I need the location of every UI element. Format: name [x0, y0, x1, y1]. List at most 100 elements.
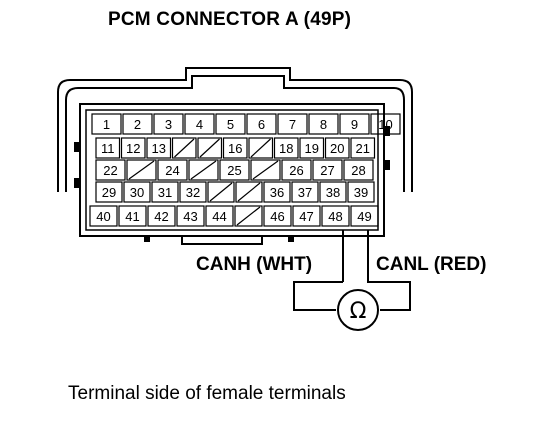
terminal-cell — [234, 205, 263, 227]
terminal-cell — [343, 159, 374, 181]
terminal-cell — [89, 205, 118, 227]
terminal-number: 19 — [305, 141, 319, 156]
terminal-cell — [179, 181, 207, 203]
unused-terminal-mark — [237, 182, 261, 202]
terminal-cell — [246, 113, 277, 135]
terminal-cell — [312, 159, 343, 181]
terminal-cell — [319, 181, 347, 203]
terminal-number: 48 — [328, 209, 342, 224]
terminal-cell — [176, 205, 205, 227]
terminal-number: 11 — [101, 141, 115, 156]
terminal-cell — [273, 137, 299, 159]
terminal-cell — [222, 137, 248, 159]
terminal-cell — [126, 159, 157, 181]
terminal-cell — [281, 159, 312, 181]
terminal-number: 5 — [227, 117, 234, 132]
diagram-title: PCM CONNECTOR A (49P) — [108, 9, 352, 30]
terminal-number: 42 — [154, 209, 168, 224]
terminal-cell — [277, 113, 308, 135]
terminal-number: 21 — [356, 141, 370, 156]
terminal-number: 4 — [196, 117, 203, 132]
terminal-number: 16 — [228, 141, 242, 156]
terminal-number: 30 — [130, 185, 144, 200]
terminal-cell — [350, 137, 376, 159]
terminal-cell — [118, 205, 147, 227]
diagram-caption: Terminal side of female terminals — [68, 383, 346, 404]
terminal-cell — [157, 159, 188, 181]
terminal-number: 20 — [330, 141, 344, 156]
terminal-cell — [347, 181, 375, 203]
terminal-number: 37 — [298, 185, 312, 200]
unused-terminal-mark — [174, 138, 195, 158]
canh-label: CANH (WHT) — [196, 254, 313, 275]
terminal-number: 49 — [357, 209, 371, 224]
terminal-number: 18 — [279, 141, 293, 156]
terminal-number: 12 — [126, 141, 140, 156]
terminal-cell — [291, 181, 319, 203]
terminal-cell — [123, 181, 151, 203]
terminal-cell — [250, 159, 281, 181]
terminal-cell — [146, 137, 172, 159]
terminal-cell — [188, 159, 219, 181]
ohm-symbol: Ω — [350, 299, 367, 324]
unused-terminal-mark — [190, 160, 217, 180]
terminal-cell — [263, 205, 292, 227]
ohmmeter: Ω — [337, 289, 379, 331]
terminal-cell — [91, 113, 122, 135]
terminal-cell — [95, 181, 123, 203]
terminal-cell — [370, 113, 401, 135]
terminal-cell — [324, 137, 350, 159]
terminal-cell — [151, 181, 179, 203]
terminal-number: 22 — [103, 163, 117, 178]
terminal-number: 46 — [270, 209, 284, 224]
terminal-number: 2 — [134, 117, 141, 132]
unused-terminal-mark — [252, 160, 279, 180]
connector-latches — [74, 126, 390, 242]
terminal-number: 8 — [320, 117, 327, 132]
terminal-cell — [248, 137, 274, 159]
terminal-number: 26 — [289, 163, 303, 178]
terminal-number: 39 — [354, 185, 368, 200]
terminal-number: 44 — [212, 209, 226, 224]
terminal-number: 10 — [378, 117, 392, 132]
terminal-cell — [263, 181, 291, 203]
terminal-number: 47 — [299, 209, 313, 224]
terminal-number: 9 — [351, 117, 358, 132]
terminal-cell — [122, 113, 153, 135]
terminal-cell — [95, 159, 126, 181]
unused-terminal-mark — [128, 160, 155, 180]
terminal-number: 27 — [320, 163, 334, 178]
terminal-cell — [235, 181, 263, 203]
terminal-number: 25 — [227, 163, 241, 178]
unused-terminal-mark — [199, 138, 220, 158]
terminal-number: 36 — [270, 185, 284, 200]
terminal-cell — [339, 113, 370, 135]
terminal-cell — [95, 137, 121, 159]
terminal-cell — [321, 205, 350, 227]
terminal-cell — [299, 137, 325, 159]
unused-terminal-mark — [236, 206, 261, 226]
terminal-number: 29 — [102, 185, 116, 200]
terminal-cell — [153, 113, 184, 135]
terminal-number: 1 — [103, 117, 110, 132]
canl-label: CANL (RED) — [376, 254, 487, 275]
unused-terminal-mark — [250, 138, 271, 158]
terminal-number: 24 — [165, 163, 179, 178]
terminal-number: 7 — [289, 117, 296, 132]
unused-terminal-mark — [209, 182, 233, 202]
terminal-number: 38 — [326, 185, 340, 200]
terminal-number: 40 — [96, 209, 110, 224]
terminal-number: 32 — [186, 185, 200, 200]
terminal-number: 28 — [351, 163, 365, 178]
terminal-cell — [184, 113, 215, 135]
terminal-cell — [215, 113, 246, 135]
terminal-cell — [171, 137, 197, 159]
terminal-number: 41 — [125, 209, 139, 224]
terminal-cell — [207, 181, 235, 203]
terminal-cell — [120, 137, 146, 159]
terminal-cell — [350, 205, 379, 227]
terminal-cell — [308, 113, 339, 135]
